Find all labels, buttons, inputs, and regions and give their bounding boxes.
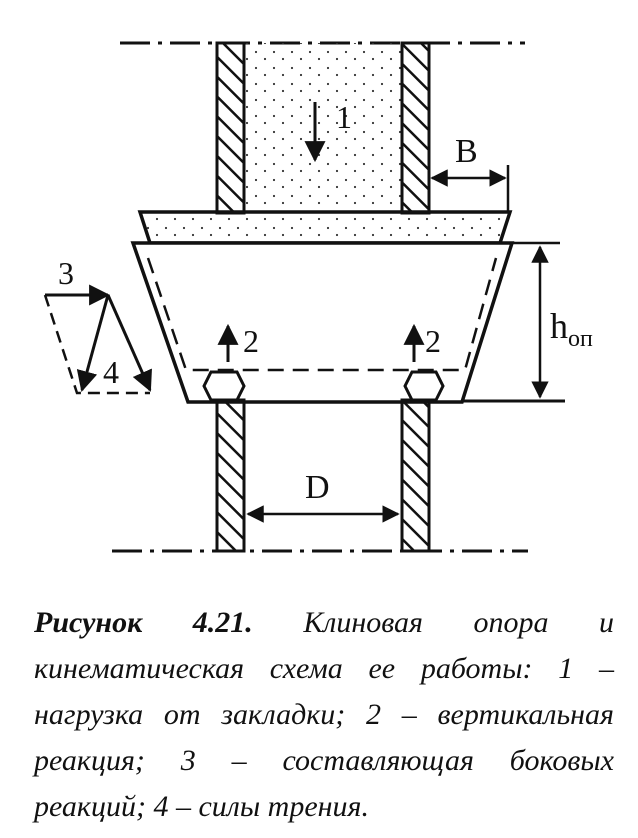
height-label-base: h	[550, 306, 568, 346]
backfill-area	[244, 43, 402, 211]
lower-left-wall	[215, 398, 246, 553]
height-label: hоп	[550, 306, 593, 352]
width-b-label: B	[455, 133, 478, 170]
figure-number: Рисунок 4.21.	[34, 606, 253, 639]
upper-right-wall	[400, 41, 431, 215]
friction-arrow-right	[106, 294, 152, 392]
right-notch	[403, 370, 445, 402]
height-label-sub: оп	[568, 326, 593, 352]
reaction-label-left: 2	[243, 323, 259, 359]
diameter-label: D	[305, 469, 330, 506]
wedge-inner-dashed	[146, 257, 498, 372]
figure-caption: Рисунок 4.21. Клиновая опора и кинематич…	[34, 600, 614, 830]
reaction-label-right: 2	[425, 323, 441, 359]
wedge-body	[130, 241, 515, 404]
caption-text: Клиновая опора и кинематическая схема ее…	[34, 606, 614, 823]
upper-left-wall	[215, 41, 246, 215]
friction-label: 4	[103, 354, 119, 390]
load-label: 1	[336, 99, 352, 135]
friction-arrow-left	[76, 294, 110, 393]
kinematic-triangle-dashed	[43, 294, 150, 395]
left-notch	[202, 370, 246, 402]
lower-right-wall	[400, 398, 431, 553]
top-slab	[137, 210, 513, 245]
wedge-support-diagram: 1 B hоп 2 2 3 4 D	[43, 41, 593, 553]
side-component-label: 3	[58, 255, 74, 291]
